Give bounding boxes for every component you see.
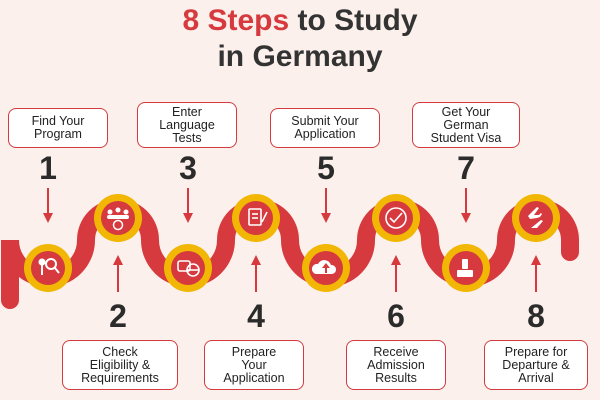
step-4-number: 4 [247, 298, 265, 334]
step-2-number: 2 [109, 298, 127, 334]
step-2-label-box: Check Eligibility & Requirements [62, 340, 178, 390]
magnifier-person-icon [38, 258, 60, 275]
title-rest: to Study [289, 4, 418, 37]
passport-stamp-icon [457, 259, 473, 277]
step-circle-2 [94, 194, 142, 242]
step-5-label-box: Submit Your Application [270, 108, 380, 148]
step-1-number: 1 [39, 150, 57, 186]
step-5-number: 5 [317, 150, 335, 186]
step-circle-4 [232, 194, 280, 242]
title-line-1: 8 Steps to Study [0, 4, 600, 38]
step-circle-1 [24, 244, 72, 292]
step-4-label-box: Prepare Your Application [204, 340, 304, 390]
step-3-label-box: Enter Language Tests [137, 102, 237, 148]
step-circle-7 [442, 244, 490, 292]
up-arrows [113, 255, 541, 292]
step-circle-3 [164, 244, 212, 292]
title-accent: 8 Steps [182, 4, 290, 37]
group-check-icon [107, 207, 129, 231]
step-8-label-box: Prepare for Departure & Arrival [484, 340, 588, 390]
step-circle-6 [372, 194, 420, 242]
airplanes-icon [528, 207, 543, 228]
step-1-label-box: Find Your Program [8, 108, 108, 148]
step-circle-8 [512, 194, 560, 242]
step-8-number: 8 [527, 298, 545, 334]
step-3-number: 3 [179, 150, 197, 186]
step-7-label-box: Get Your German Student Visa [412, 102, 520, 148]
down-arrows [43, 188, 471, 223]
step-7-number: 7 [457, 150, 475, 186]
cloud-upload-icon [311, 260, 337, 274]
step-circle-5 [302, 244, 350, 292]
serpentine-path [1, 199, 579, 309]
title-line-2: in Germany [217, 40, 383, 73]
speech-globe-icon [177, 260, 200, 277]
step-6-label-box: Receive Admission Results [346, 340, 446, 390]
target-check-icon [385, 207, 407, 229]
document-pen-icon [248, 208, 268, 226]
step-6-number: 6 [387, 298, 405, 334]
